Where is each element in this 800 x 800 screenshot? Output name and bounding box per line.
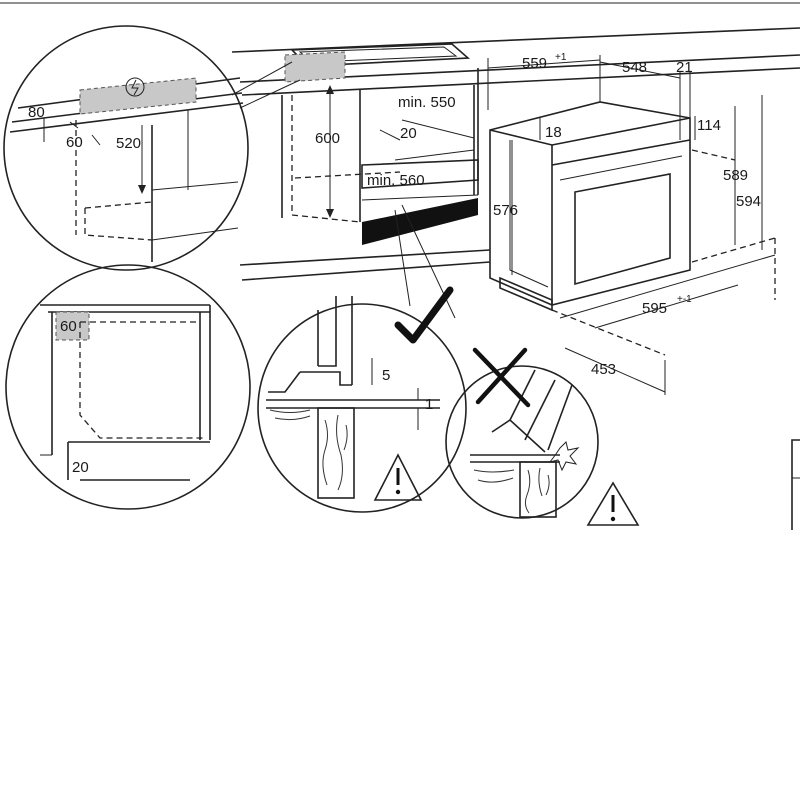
detail-circle-correct: [257, 204, 467, 513]
dim-594: 594: [736, 193, 761, 210]
dim-576: 576: [493, 202, 518, 219]
dim-595-tolerance: +-1: [677, 294, 692, 305]
dim-60-top: 60: [66, 134, 83, 151]
dim-21: 21: [676, 59, 693, 76]
worktop-front-bottom: [241, 67, 800, 96]
ventilation-plinth: [362, 198, 478, 245]
oven-body: [487, 55, 776, 395]
dim-20-side: 20: [72, 459, 89, 476]
detail-circle-side: [5, 264, 251, 510]
cropped-edge-fragment: [791, 439, 800, 530]
cabinet-section: [231, 27, 800, 281]
dim-20-cabinet: 20: [400, 125, 417, 142]
dim-548: 548: [622, 59, 647, 76]
dim-114: 114: [697, 117, 721, 134]
dim-60-side: 60: [60, 318, 77, 335]
dim-18: 18: [545, 124, 562, 141]
dim-559-tolerance: +1: [555, 52, 567, 63]
junction-box-zone-side: [55, 311, 90, 341]
warning-triangle-icon-2: [586, 481, 640, 526]
dim-595: 595: [642, 300, 667, 317]
oven-shelf: [361, 159, 479, 189]
checkmark-icon: [394, 286, 454, 344]
detail-circle-top: [3, 25, 301, 271]
dim-5: 5: [382, 367, 390, 384]
dim-80: 80: [28, 104, 45, 121]
oven-door-window: [574, 173, 671, 286]
electric-hazard-icon: [125, 77, 145, 97]
junction-box-zone: [284, 51, 346, 83]
dim-600: 600: [315, 130, 340, 147]
dim-589: 589: [723, 167, 748, 184]
dim-453: 453: [591, 361, 616, 378]
dim-520: 520: [116, 135, 141, 152]
warning-triangle-icon: [373, 453, 423, 501]
dim-min-550: min. 550: [398, 94, 456, 111]
dim-min-560: min. 560: [367, 172, 425, 189]
dim-1: 1: [425, 396, 433, 413]
impact-spark-icon: [548, 441, 580, 472]
detail-circle-incorrect: [445, 347, 640, 526]
dim-559: 559: [522, 55, 547, 72]
